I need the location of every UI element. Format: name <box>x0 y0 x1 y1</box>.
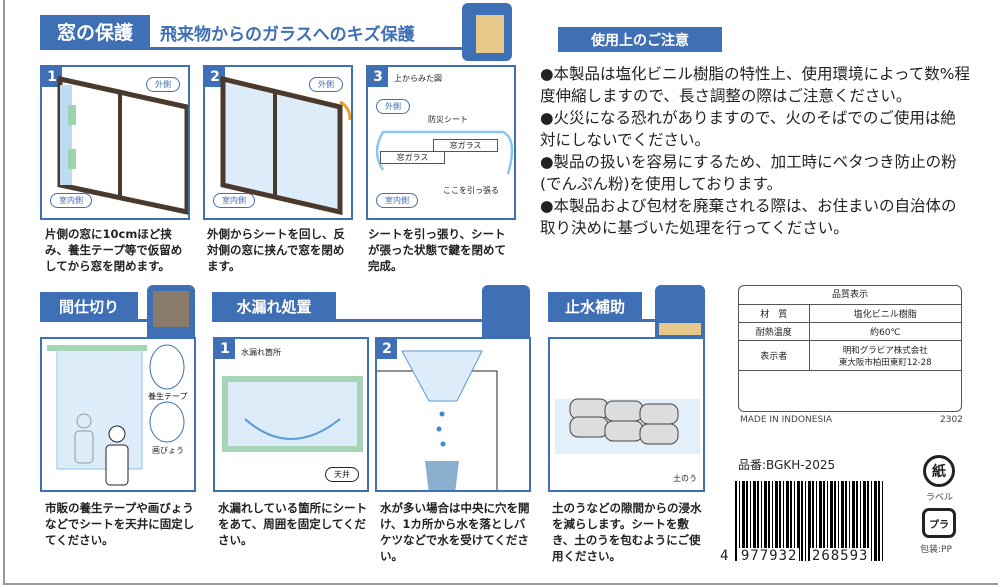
row-label: 表示者 <box>739 340 810 371</box>
step-number: 2 <box>205 67 225 87</box>
top-view-label: 上からみた図 <box>394 74 442 83</box>
barcode-left-digits: 977932 <box>738 548 800 564</box>
window-protection-subtitle: 飛来物からのガラスへのキズ保護 <box>160 25 415 45</box>
cautions-title: 使用上のご注意 <box>558 27 722 52</box>
sheet-diagram <box>375 130 514 175</box>
row-label: 材 質 <box>739 304 810 323</box>
sandbag-illustration <box>555 398 700 454</box>
inside-label: 室内側 <box>376 193 418 208</box>
step-number: 3 <box>368 67 388 87</box>
leak-title: 水漏れ処置 <box>212 292 336 320</box>
plastic-recycle-icon: プラ <box>922 508 956 538</box>
header-rule <box>212 319 482 322</box>
row-address: 東大阪市柏田東町12-28 <box>838 357 932 368</box>
row-value: 塩化ビニル樹脂 <box>809 304 961 323</box>
leak-spot-label: 水漏れ箇所 <box>241 348 281 357</box>
header-rule <box>40 319 148 322</box>
ceiling-label: 天井 <box>325 467 359 482</box>
caution-item: ●本製品は塩化ビニル樹脂の特性上、使用環境によって数%程度伸縮しますので、長さ調… <box>540 65 971 105</box>
leak-step-2-caption: 水が多い場合は中央に穴を開け、1カ所から水を落としバケツなどで水を受けてください… <box>380 501 530 563</box>
row-value: 明和グラビア株式会社 <box>842 345 928 356</box>
sheet-label: 防災シート <box>428 115 468 124</box>
step-number: 1 <box>42 67 62 87</box>
quality-table: 品質表示 材 質塩化ビニル樹脂 耐熱温度約60℃ 表示者 明和グラビア株式会社東大… <box>738 285 962 412</box>
caution-item: ●本製品および包材を廃棄される際は、お住まいの自治体の取り決めに基づいた処理を行… <box>540 197 957 237</box>
leak-step-1-panel: 1 水漏れ箇所 天井 <box>213 337 369 492</box>
quality-rows: 材 質塩化ビニル樹脂 耐熱温度約60℃ 表示者 明和グラビア株式会社東大阪市柏田東… <box>739 304 961 371</box>
product-number: 品番:BGKH-2025 <box>738 458 836 472</box>
cautions-list: ●本製品は塩化ビニル樹脂の特性上、使用環境によって数%程度伸縮しますので、長さ調… <box>540 63 970 239</box>
inside-label: 室内側 <box>213 193 255 208</box>
flood-title: 止水補助 <box>548 292 642 320</box>
step-3-caption: シートを引っ張り、シートが張った状態で鍵を閉めて完成。 <box>368 227 506 273</box>
quality-title: 品質表示 <box>831 290 868 300</box>
leak-step-2-panel: 2 <box>375 337 531 492</box>
sandbag-label: 土のう <box>673 474 697 483</box>
sheet-illustration <box>222 376 363 452</box>
step-1-caption: 片側の窓に10cmほど挟み、養生テープ等で仮留めしてから窓を閉めます。 <box>45 227 183 273</box>
partition-panel: 養生テープ 画びょう <box>40 337 196 492</box>
flood-panel: 土のう <box>548 337 705 492</box>
caution-item: ●製品の扱いを容易にするため、加工時にベタつき防止の粉(でんぷん粉)を使用してお… <box>540 153 957 193</box>
step-3-panel: 3 上からみた図 外側 防災シート 窓ガラス 窓ガラス ここを引っ張る 室内側 <box>366 65 516 220</box>
pull-label: ここを引っ張る <box>443 186 499 195</box>
package-border <box>3 0 998 585</box>
row-label: 耐熱温度 <box>739 322 810 341</box>
step-number: 1 <box>215 339 235 359</box>
barcode <box>735 481 883 561</box>
row-value: 約60℃ <box>809 322 961 341</box>
partition-title: 間仕切り <box>40 292 138 320</box>
header-rule <box>40 47 470 50</box>
step-1-panel: 1 外側 室内側 <box>40 65 190 220</box>
paper-label: ラベル <box>926 493 954 503</box>
glass-label: 窓ガラス <box>380 151 445 164</box>
pin-label: 画びょう <box>152 446 184 455</box>
flood-caption: 土のうなどの隙間からの浸水を減らします。シートを敷き、土のうを包むようにご使用く… <box>552 501 702 563</box>
glass-label: 窓ガラス <box>433 139 498 152</box>
leak-step-1-caption: 水漏れしている箇所にシートをあて、周囲を固定してください。 <box>218 501 368 547</box>
window-protection-title: 窓の保護 <box>40 15 150 48</box>
funnel-illustration <box>377 350 498 490</box>
inside-label: 室内側 <box>50 193 92 208</box>
window-illustration <box>57 75 188 215</box>
origin-text: MADE IN INDONESIA <box>740 415 832 425</box>
window-illustration <box>220 75 351 216</box>
barcode-right-digits: 268593 <box>809 548 871 564</box>
lot-number: 2302 <box>940 415 963 425</box>
barcode-digits: 4 977932 268593 <box>720 548 871 564</box>
step-2-caption: 外側からシートを回し、反対側の窓に挟んで窓を閉めます。 <box>207 227 345 273</box>
header-rule <box>548 319 658 322</box>
outside-label: 外側 <box>146 77 180 92</box>
window-icon <box>462 3 512 61</box>
paper-recycle-icon: 紙 <box>923 455 955 487</box>
tape-label: 養生テープ <box>148 392 188 401</box>
outside-label: 外側 <box>376 99 410 114</box>
step-2-panel: 2 外側 室内側 <box>203 65 353 220</box>
step-number: 2 <box>377 339 397 359</box>
plastic-label: 包装:PP <box>920 545 952 555</box>
caution-item: ●火災になる恐れがありますので、火のそばでのご使用は絶対にしないでください。 <box>540 109 956 149</box>
outside-label: 外側 <box>309 77 343 92</box>
barcode-first-digit: 4 <box>720 548 729 564</box>
partition-illustration <box>47 344 185 486</box>
partition-caption: 市販の養生テープや画びょうなどでシートを天井に固定してください。 <box>45 501 195 547</box>
